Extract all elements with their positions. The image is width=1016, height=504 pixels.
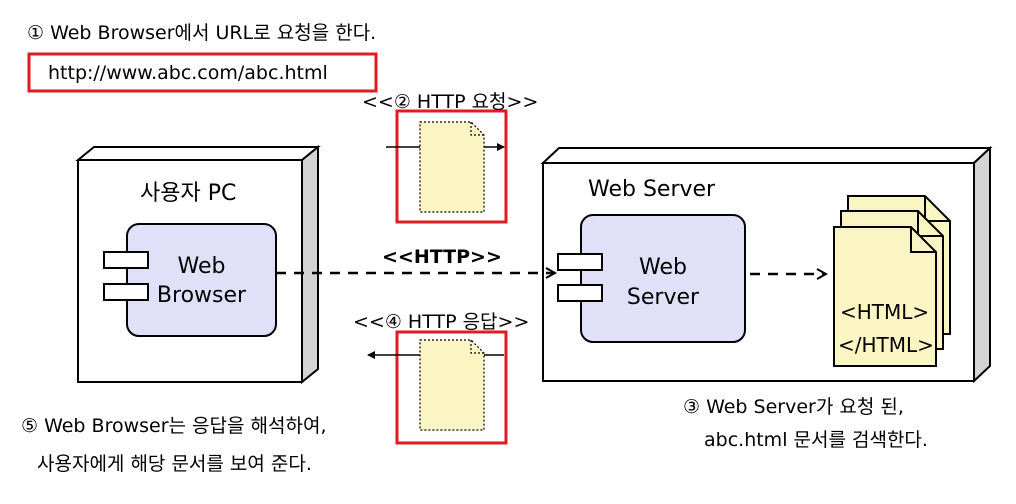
http-response-label: <<④ HTTP 응답>> — [353, 311, 530, 333]
server-label-line1: Web — [639, 255, 687, 280]
server-label-line2: Server — [626, 285, 700, 310]
client-node-title: 사용자 PC — [140, 181, 237, 206]
http-request-label: <<② HTTP 요청>> — [362, 91, 539, 113]
web-server-component — [557, 214, 746, 343]
server-node-title: Web Server — [588, 177, 716, 202]
step5-line2: 사용자에게 해당 문서를 보여 준다. — [37, 453, 312, 475]
url-highlight-box — [27, 52, 378, 93]
step1-text: ① Web Browser에서 URL로 요청을 한다. — [27, 22, 377, 44]
html-open-tag: <HTML> — [840, 300, 930, 324]
request-url: http://www.abc.com/abc.html — [48, 62, 328, 84]
http-request-message — [386, 109, 508, 224]
html-documents-stack — [833, 195, 951, 367]
web-browser-component — [103, 223, 277, 337]
step3-line1: ③ Web Server가 요청 된, — [683, 396, 904, 418]
html-close-tag: </HTML> — [838, 333, 934, 357]
browser-label-line2: Browser — [156, 283, 247, 308]
http-link-label: <<HTTP>> — [382, 246, 502, 268]
step5-line1: ⑤ Web Browser는 응답을 해석하여, — [21, 415, 327, 437]
http-response-message — [367, 330, 508, 445]
step3-line2: abc.html 문서를 검색한다. — [704, 429, 928, 451]
browser-label-line1: Web — [177, 254, 226, 279]
